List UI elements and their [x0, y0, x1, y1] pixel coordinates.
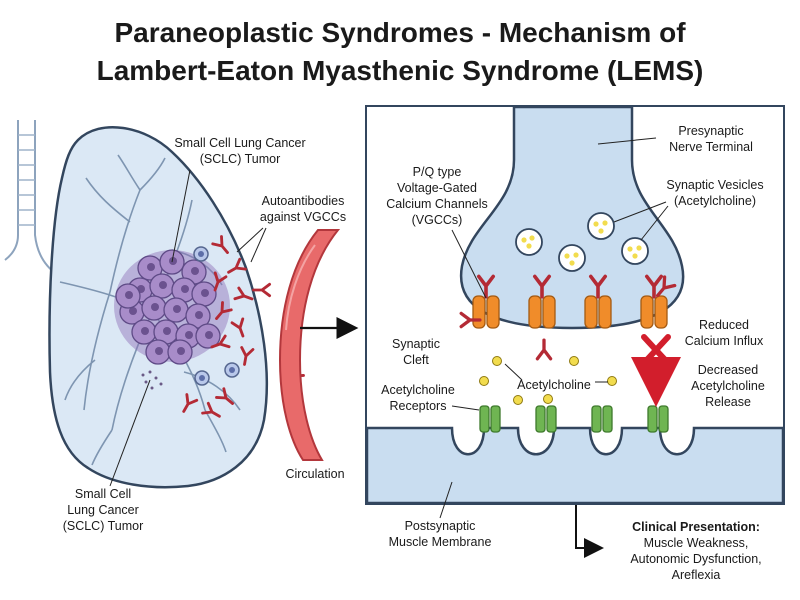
synaptic-vesicle — [515, 228, 543, 256]
reduced-label-1: Reduced — [699, 318, 749, 332]
antibody — [215, 387, 234, 405]
antibody — [227, 257, 247, 274]
vgcc-channel — [528, 295, 556, 329]
antibody — [230, 317, 245, 338]
tumor-label-bottom-leader — [109, 379, 151, 487]
tumor-label-top-2: (SCLC) Tumor — [200, 152, 281, 166]
tumor-label-top-leader — [171, 169, 191, 263]
trachea — [4, 120, 59, 276]
autoantibodies-label-1: Autoantibodies — [262, 194, 345, 208]
sclc-tumor — [114, 249, 230, 365]
ach-receptor — [535, 405, 557, 433]
vgcc-label-2: Voltage-Gated — [397, 181, 477, 195]
antibody — [252, 282, 272, 298]
circulation-label: Circulation — [285, 467, 344, 481]
presynaptic-terminal — [459, 105, 685, 330]
clinical-line-3: Areflexia — [672, 568, 721, 582]
cleft-label-1: Synaptic — [392, 337, 440, 351]
clinical-line-1: Muscle Weakness, — [644, 536, 749, 550]
tumor-cell — [137, 255, 163, 281]
antibody — [476, 274, 496, 299]
tumor-cell — [163, 297, 189, 323]
acetylcholine-leader-1 — [504, 363, 523, 381]
antibody — [459, 311, 482, 329]
tumor-cell — [145, 339, 171, 365]
receptors-leader — [451, 405, 480, 411]
receptors-label-2: Receptors — [390, 399, 447, 413]
vgcc-leader — [451, 229, 487, 299]
cleft-label-2: Cleft — [403, 353, 429, 367]
antibody — [233, 286, 254, 301]
synaptic-vesicle — [558, 244, 586, 272]
clinical-arrow — [575, 505, 604, 558]
tumor-cell — [115, 283, 141, 309]
postsynaptic-label-2: Muscle Membrane — [389, 535, 492, 549]
presynaptic-label-2: Nerve Terminal — [669, 140, 753, 154]
vgcc-label-1: P/Q type — [413, 165, 462, 179]
antibody — [215, 301, 233, 320]
synaptic-vesicle — [621, 237, 649, 265]
antibody — [655, 275, 677, 298]
vgcc-label-3: Calcium Channels — [386, 197, 487, 211]
antibody — [644, 274, 664, 299]
tumor-label-top-1: Small Cell Lung Cancer — [174, 136, 305, 150]
tumor-cell — [141, 295, 167, 321]
ach-receptor — [591, 405, 613, 433]
tumor-cell — [195, 323, 221, 349]
clinical-line-2: Autonomic Dysfunction, — [630, 552, 761, 566]
autoantibodies-label-2: against VGCCs — [260, 210, 346, 224]
tumor-label-bottom-2: Lung Cancer — [67, 503, 139, 517]
vesicles-label-2: (Acetylcholine) — [674, 194, 756, 208]
postsynaptic-label-1: Postsynaptic — [405, 519, 476, 533]
tumor-cell — [167, 339, 193, 365]
antibody — [535, 338, 553, 361]
antibody — [210, 334, 231, 349]
synapse-autoantibodies — [459, 274, 677, 361]
antibody — [201, 401, 221, 418]
title-line-2: Lambert-Eaton Myasthenic Syndrome (LEMS) — [97, 55, 704, 86]
tumor-cell — [131, 319, 157, 345]
reduced-influx-marker — [631, 334, 681, 407]
vgcc-channel — [640, 295, 668, 329]
vgcc-label-4: (VGCCs) — [412, 213, 463, 227]
ach-receptor — [479, 405, 501, 433]
tumor-label-bottom-1: Small Cell — [75, 487, 131, 501]
antibody — [213, 271, 228, 292]
tumor-cell — [191, 281, 217, 307]
tumor-debris — [141, 370, 163, 390]
synaptic-vesicle — [587, 212, 615, 240]
vesicles-leader-1 — [613, 201, 667, 223]
decreased-label-1: Decreased — [698, 363, 758, 377]
antibody — [211, 235, 229, 254]
blood-vessel — [278, 229, 341, 461]
clinical-heading: Clinical Presentation: — [632, 520, 760, 534]
antibody — [182, 393, 199, 413]
vesicles-label-1: Synaptic Vesicles — [666, 178, 763, 192]
vgcc-channel — [584, 295, 612, 329]
postsynaptic-membrane — [365, 426, 785, 505]
autoantibodies-leader-2 — [250, 227, 267, 263]
immune-cells — [193, 246, 240, 386]
receptors-label-1: Acetylcholine — [381, 383, 455, 397]
antibody — [240, 346, 255, 366]
acetylcholine-label: Acetylcholine — [517, 378, 591, 392]
presynaptic-label-1: Presynaptic — [678, 124, 743, 138]
decreased-label-2: Acetylcholine — [691, 379, 765, 393]
postsynaptic-leader — [439, 481, 453, 519]
tumor-cell — [185, 303, 211, 329]
synaptic-vesicles — [515, 212, 649, 272]
decreased-label-3: Release — [705, 395, 751, 409]
autoantibodies-leader-1 — [236, 227, 264, 253]
antibody — [588, 274, 608, 299]
tumor-cell — [149, 273, 175, 299]
acetylcholine-molecules — [479, 356, 617, 405]
vesicles-leader-2 — [640, 205, 669, 241]
title-line-1: Paraneoplastic Syndromes - Mechanism of — [114, 17, 686, 48]
tumor-label-bottom-3: (SCLC) Tumor — [63, 519, 144, 533]
antibody — [532, 274, 552, 299]
reduced-label-2: Calcium Influx — [685, 334, 764, 348]
presynaptic-leader — [597, 137, 657, 145]
